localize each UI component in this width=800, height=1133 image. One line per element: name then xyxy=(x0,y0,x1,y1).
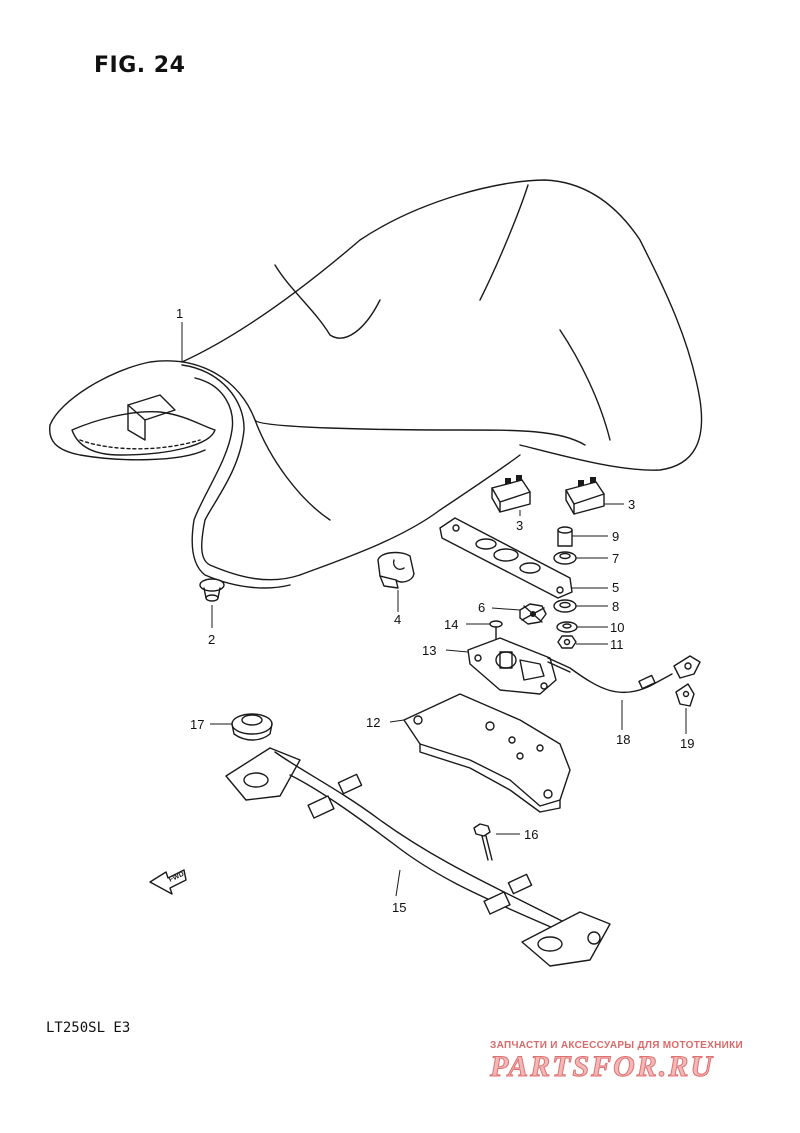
part-19-clip xyxy=(675,683,695,707)
figure-title: FIG. 24 xyxy=(94,53,186,78)
callout-3b: 3 xyxy=(628,497,635,512)
callout-9: 9 xyxy=(612,529,619,544)
callout-2: 2 xyxy=(208,632,215,647)
model-code: LT250SL E3 xyxy=(46,1020,131,1036)
part-3-mount-b xyxy=(565,477,605,515)
callout-14: 14 xyxy=(444,617,458,632)
callout-10: 10 xyxy=(610,620,624,635)
part-14-screw xyxy=(489,620,503,641)
callout-5: 5 xyxy=(612,580,619,595)
callout-6: 6 xyxy=(478,600,485,615)
part-13-latch xyxy=(467,637,557,695)
forward-direction-arrow: FWD xyxy=(149,869,187,895)
watermark-logo: PARTSFOR.RU xyxy=(490,1050,714,1084)
part-17-grommet xyxy=(231,713,273,741)
part-16-bolt xyxy=(473,823,493,861)
part-6-cam xyxy=(519,603,547,625)
part-18-cable xyxy=(547,655,701,694)
part-9-collar xyxy=(557,526,573,547)
callout-labels: 1 2 3 3 4 5 6 7 8 9 10 11 12 13 14 15 16… xyxy=(176,306,694,915)
callout-17: 17 xyxy=(190,717,204,732)
callout-19: 19 xyxy=(680,736,694,751)
part-4-cushion xyxy=(377,551,415,589)
callout-15: 15 xyxy=(392,900,406,915)
callout-11: 11 xyxy=(610,637,624,652)
seat-assembly xyxy=(48,179,703,589)
part-8-washer xyxy=(553,599,577,613)
callout-4: 4 xyxy=(394,612,401,627)
callout-12: 12 xyxy=(366,715,380,730)
part-12-bracket xyxy=(403,693,571,813)
part-11-nut xyxy=(557,635,577,649)
callout-13: 13 xyxy=(422,643,436,658)
part-5-plate xyxy=(439,517,573,599)
callout-7: 7 xyxy=(612,551,619,566)
leader-lines xyxy=(181,322,687,897)
part-7-grommet xyxy=(553,551,577,565)
part-2-plug xyxy=(199,578,225,602)
part-10-washer xyxy=(556,621,578,633)
part-3-mount-a xyxy=(491,475,531,513)
watermark-caption: ЗАПЧАСТИ И АКСЕССУАРЫ ДЛЯ МОТОТЕХНИКИ xyxy=(490,1040,743,1051)
part-15-frame xyxy=(225,747,611,967)
callout-8: 8 xyxy=(612,599,619,614)
callout-18: 18 xyxy=(616,732,630,747)
callout-1: 1 xyxy=(176,306,183,321)
callout-16: 16 xyxy=(524,827,538,842)
callout-3a: 3 xyxy=(516,518,523,533)
